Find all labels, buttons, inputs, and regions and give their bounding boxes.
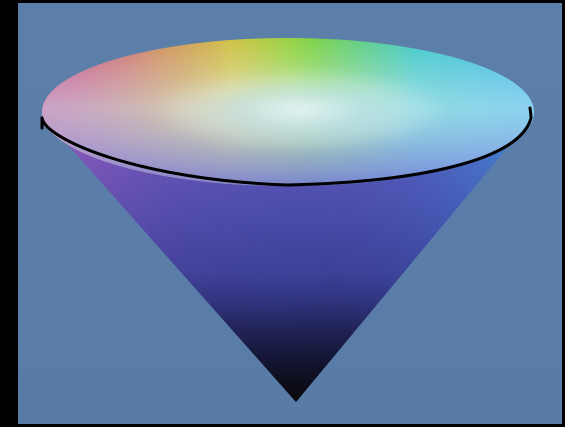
hsv-cone-illustration [0, 0, 565, 427]
image-frame [0, 0, 565, 427]
